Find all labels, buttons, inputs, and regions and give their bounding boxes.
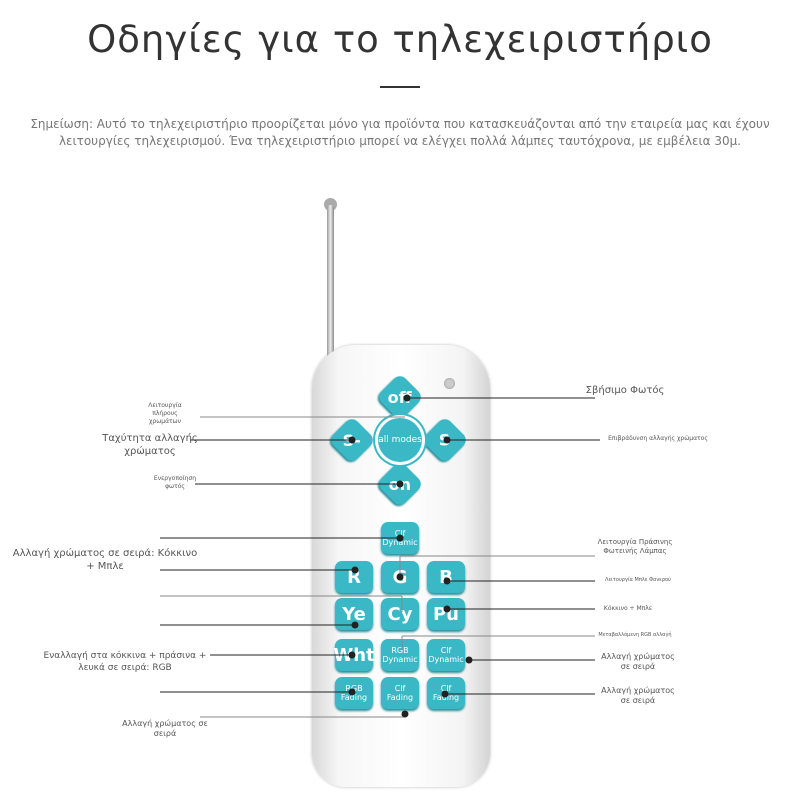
label-speed: Ταχύτητα αλλαγής χρώματος <box>102 433 198 457</box>
clf-fading-button[interactable]: Clf Fading <box>381 677 419 709</box>
page-title: Οδηγίες για το τηλεχειριστήριο <box>87 18 713 61</box>
cyan-button[interactable]: Cy <box>381 598 419 630</box>
label-cycle-right-2: Αλλαγή χρώματος σε σειρά <box>601 686 675 705</box>
label-red-blue: Αλλαγή χρώματος σε σειρά: Κόκκινο + Μπλε <box>12 548 198 572</box>
clf-dynamic-button-2[interactable]: Clf Dynamic <box>427 639 465 671</box>
label-green: Λειτουργία Πράσινης Φωτεινής Λάμπας <box>597 538 673 555</box>
label-turn-off: Σβήσιμο Φωτός <box>585 385 665 396</box>
purple-button[interactable]: Pu <box>427 598 465 630</box>
label-full-color: Λειτουργία πλήρους χρωμάτων <box>148 402 182 425</box>
label-slow: Επιβράδυνση αλλαγής χρώματος <box>608 435 708 442</box>
all-modes-button[interactable]: all modes <box>378 418 422 462</box>
label-cycle-right-1: Αλλαγή χρώματος σε σειρά <box>601 652 675 671</box>
note-text: Σημείωση: Αυτό το τηλεχειριστήριο προορί… <box>30 117 770 148</box>
rgb-dynamic-button[interactable]: RGB Dynamic <box>381 639 419 671</box>
label-turn-on: Ενεργοποίηση φωτός <box>153 475 197 490</box>
label-rgb-variable: Μεταβαλλόμενη RGB αλλαγή <box>598 632 672 638</box>
label-rgb-cycle: Εναλλαγή στα κόκκινα + πράσινα + λευκά σ… <box>43 651 207 673</box>
antenna <box>327 205 334 365</box>
divider <box>380 86 420 88</box>
label-blue: Λειτουργία Μπλε Φανερού <box>605 577 671 583</box>
led-indicator <box>444 378 455 389</box>
label-cycle-bottom: Αλλαγή χρώματος σε σειρά <box>122 719 208 738</box>
clf-fading-button-2[interactable]: Clf Fading <box>427 677 465 709</box>
label-red-blue-right: Κόκκινο + Μπλε <box>603 605 653 612</box>
blue-button[interactable]: B <box>427 561 465 593</box>
